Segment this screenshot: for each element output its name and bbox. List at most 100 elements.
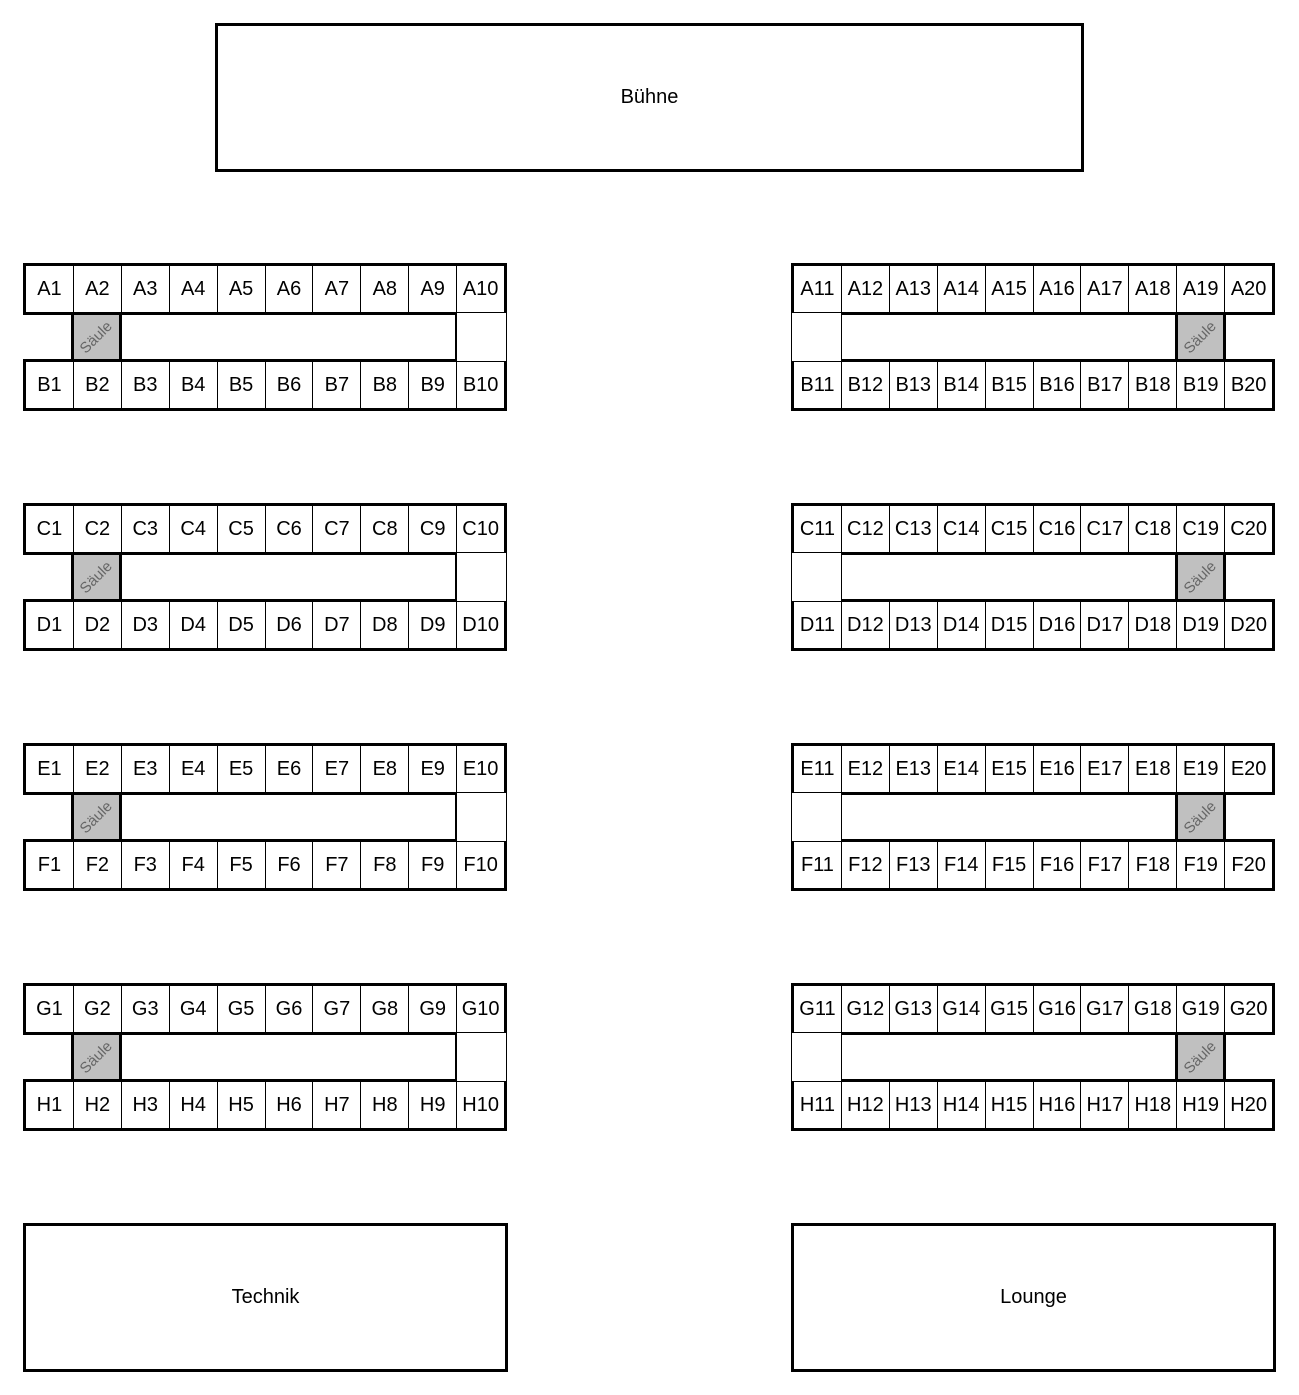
seat[interactable]: C9: [409, 506, 458, 552]
seat[interactable]: C11: [794, 506, 842, 552]
seat[interactable]: F6: [266, 842, 314, 888]
seat[interactable]: F4: [170, 842, 218, 888]
seat[interactable]: B19: [1177, 362, 1226, 408]
seat[interactable]: H11: [794, 1082, 842, 1128]
seat[interactable]: D3: [122, 602, 170, 648]
seat[interactable]: G17: [1081, 986, 1130, 1032]
seat[interactable]: C1: [26, 506, 74, 552]
seat[interactable]: B10: [462, 373, 499, 396]
seat[interactable]: F14: [938, 842, 986, 888]
seat[interactable]: B18: [1129, 362, 1178, 408]
seat[interactable]: H2: [74, 1082, 122, 1128]
seat[interactable]: F8: [361, 842, 410, 888]
seat[interactable]: F5: [218, 842, 266, 888]
seat[interactable]: G10: [461, 997, 500, 1020]
seat[interactable]: B8: [361, 362, 410, 408]
seat[interactable]: B20: [1230, 373, 1267, 396]
seat[interactable]: E17: [1081, 746, 1130, 792]
seat[interactable]: A17: [1081, 266, 1130, 312]
seat[interactable]: D7: [313, 602, 362, 648]
seat[interactable]: B9: [409, 362, 458, 408]
seat[interactable]: G4: [170, 986, 218, 1032]
seat[interactable]: A19: [1177, 266, 1226, 312]
seat[interactable]: A2: [74, 266, 122, 312]
seat[interactable]: B6: [266, 362, 314, 408]
seat[interactable]: C3: [122, 506, 170, 552]
seat[interactable]: A11: [794, 266, 842, 312]
seat[interactable]: D16: [1034, 602, 1082, 648]
seat[interactable]: C20: [1230, 517, 1267, 540]
seat[interactable]: B16: [1034, 362, 1082, 408]
seat[interactable]: A15: [986, 266, 1034, 312]
seat[interactable]: H20: [1230, 1093, 1267, 1116]
seat[interactable]: A18: [1129, 266, 1178, 312]
seat[interactable]: E18: [1129, 746, 1178, 792]
seat[interactable]: F3: [122, 842, 170, 888]
seat[interactable]: E13: [890, 746, 938, 792]
seat[interactable]: B17: [1081, 362, 1130, 408]
seat[interactable]: F16: [1034, 842, 1082, 888]
seat[interactable]: A14: [938, 266, 986, 312]
seat[interactable]: C14: [938, 506, 986, 552]
seat[interactable]: E11: [794, 746, 842, 792]
seat[interactable]: E8: [361, 746, 410, 792]
seat[interactable]: A20: [1230, 277, 1267, 300]
seat[interactable]: H18: [1129, 1082, 1178, 1128]
seat[interactable]: C2: [74, 506, 122, 552]
seat[interactable]: G11: [794, 986, 842, 1032]
seat[interactable]: A3: [122, 266, 170, 312]
seat[interactable]: B1: [26, 362, 74, 408]
seat[interactable]: A8: [361, 266, 410, 312]
seat[interactable]: C13: [890, 506, 938, 552]
seat[interactable]: B4: [170, 362, 218, 408]
seat[interactable]: H5: [218, 1082, 266, 1128]
seat[interactable]: E7: [313, 746, 362, 792]
seat[interactable]: C4: [170, 506, 218, 552]
seat[interactable]: G15: [986, 986, 1034, 1032]
seat[interactable]: B2: [74, 362, 122, 408]
seat[interactable]: D19: [1177, 602, 1226, 648]
seat[interactable]: F13: [890, 842, 938, 888]
seat[interactable]: D20: [1230, 613, 1267, 636]
seat[interactable]: B11: [794, 362, 842, 408]
seat[interactable]: D11: [794, 602, 842, 648]
seat[interactable]: A5: [218, 266, 266, 312]
seat[interactable]: F11: [794, 842, 842, 888]
seat[interactable]: E20: [1230, 757, 1267, 780]
seat[interactable]: D10: [462, 613, 499, 636]
seat[interactable]: H7: [313, 1082, 362, 1128]
seat[interactable]: F17: [1081, 842, 1130, 888]
seat[interactable]: F7: [313, 842, 362, 888]
seat[interactable]: E9: [409, 746, 458, 792]
seat[interactable]: G20: [1229, 997, 1268, 1020]
seat[interactable]: A16: [1034, 266, 1082, 312]
seat[interactable]: H19: [1177, 1082, 1226, 1128]
seat[interactable]: G5: [218, 986, 266, 1032]
seat[interactable]: C10: [462, 517, 499, 540]
seat[interactable]: C6: [266, 506, 314, 552]
seat[interactable]: G13: [890, 986, 938, 1032]
seat[interactable]: D17: [1081, 602, 1130, 648]
seat[interactable]: F2: [74, 842, 122, 888]
seat[interactable]: F19: [1177, 842, 1226, 888]
seat[interactable]: B15: [986, 362, 1034, 408]
seat[interactable]: B13: [890, 362, 938, 408]
seat[interactable]: E4: [170, 746, 218, 792]
seat[interactable]: H10: [462, 1093, 499, 1116]
seat[interactable]: D4: [170, 602, 218, 648]
seat[interactable]: E19: [1177, 746, 1226, 792]
seat[interactable]: G7: [313, 986, 362, 1032]
seat[interactable]: D15: [986, 602, 1034, 648]
seat[interactable]: D9: [409, 602, 458, 648]
seat[interactable]: F18: [1129, 842, 1178, 888]
seat[interactable]: D18: [1129, 602, 1178, 648]
seat[interactable]: G18: [1129, 986, 1178, 1032]
seat[interactable]: G12: [842, 986, 890, 1032]
seat[interactable]: H6: [266, 1082, 314, 1128]
seat[interactable]: B12: [842, 362, 890, 408]
seat[interactable]: G16: [1034, 986, 1082, 1032]
seat[interactable]: H12: [842, 1082, 890, 1128]
seat[interactable]: F10: [463, 853, 498, 876]
seat[interactable]: C5: [218, 506, 266, 552]
seat[interactable]: B7: [313, 362, 362, 408]
